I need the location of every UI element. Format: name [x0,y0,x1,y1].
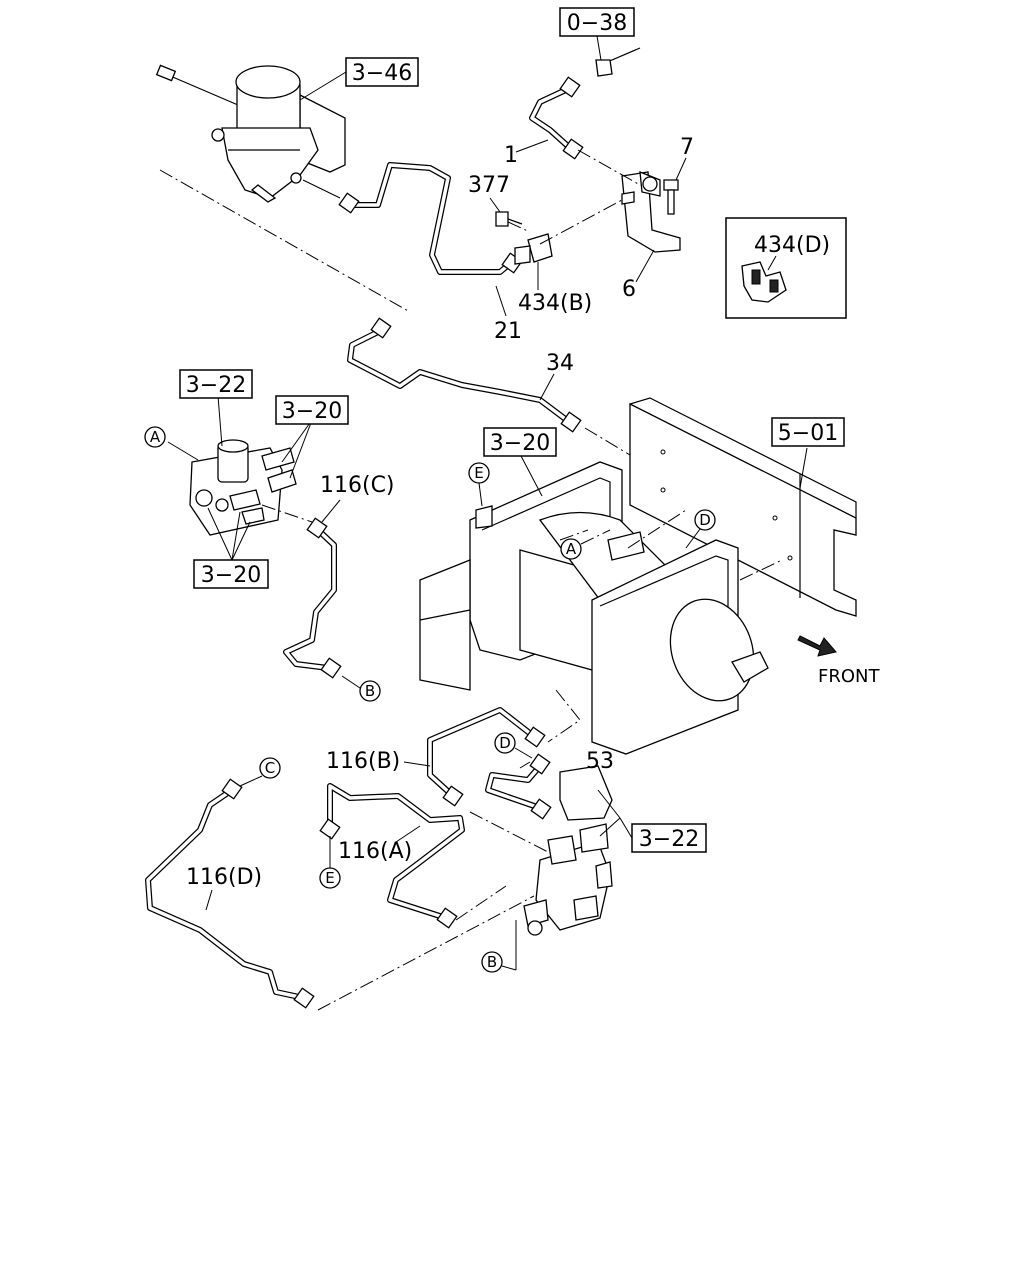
part-116a-label: 116(A) [338,839,412,864]
ref-0-38-text: 0−38 [567,11,627,36]
circle-ref-b-mid: B [359,680,381,702]
svg-text:C: C [265,759,275,777]
circle-ref-d-top: D [694,509,716,531]
circle-ref-e-top: E [468,462,490,484]
ref-3-22-bottom-text: 3−22 [639,827,699,852]
ref-box-0-38: 0−38 [559,7,635,37]
part-116c-label: 116(C) [320,473,395,498]
svg-text:A: A [150,428,161,446]
pipe-116b [427,707,546,807]
ref-434d-text: 434(D) [754,233,830,258]
pipe-21 [338,162,523,275]
front-label: FRONT [818,666,880,687]
ref-box-3-20-mid: 3−20 [483,427,557,457]
part-7-label: 7 [680,135,694,160]
svg-text:A: A [566,540,577,558]
air-dryer [155,64,346,203]
circle-ref-a-mid: A [560,538,582,560]
front-arrow-icon [797,635,837,657]
svg-text:E: E [474,464,483,482]
valve-block-lower [523,765,613,936]
ref-3-22-top-text: 3−22 [186,373,246,398]
pipe-116a [319,783,465,929]
circle-ref-d-bottom: D [494,732,516,754]
circle-ref-a-left: A [144,426,166,448]
part-53-label: 53 [586,749,614,774]
ref-3-20-mid-text: 3−20 [490,431,550,456]
part-434b-label: 434(B) [518,291,592,316]
pipe-53 [485,753,552,820]
valve-block-left [189,439,297,536]
ref-box-3-46: 3−46 [345,57,419,87]
ref-box-5-01: 5−01 [771,417,845,447]
ref-box-3-22-top: 3−22 [179,369,253,399]
svg-text:E: E [325,869,334,887]
svg-text:B: B [487,953,497,971]
pipe-116d [145,778,315,1009]
pipe-116c [283,517,342,679]
part-34-label: 34 [546,351,574,376]
ref-3-20-left-text: 3−20 [282,399,342,424]
bracket-6-assembly [495,170,681,265]
part-6-label: 6 [622,277,636,302]
circle-ref-b-bottom: B [481,951,503,973]
ref-3-20-bottom-text: 3−20 [201,563,261,588]
part-21-label: 21 [494,319,522,344]
ref-5-01-text: 5−01 [778,421,838,446]
part-116b-label: 116(B) [326,749,400,774]
detail-434d [725,217,847,319]
part-377-label: 377 [468,173,510,198]
air-tank-assembly [419,461,769,755]
ref-3-46-text: 3−46 [352,61,412,86]
pipe-34 [347,317,582,433]
circle-ref-c-bottom: C [259,757,281,779]
svg-text:B: B [365,682,375,700]
svg-text:D: D [699,511,711,529]
ref-box-3-20-left: 3−20 [275,395,349,425]
svg-text:D: D [499,734,511,752]
ref-box-3-22-bottom: 3−22 [631,823,707,853]
circle-ref-e-bottom: E [319,867,341,889]
ref-box-3-20-bottom: 3−20 [193,559,269,589]
part-116d-label: 116(D) [186,865,262,890]
pipe-1 [529,47,641,160]
part-1-label: 1 [504,143,518,168]
